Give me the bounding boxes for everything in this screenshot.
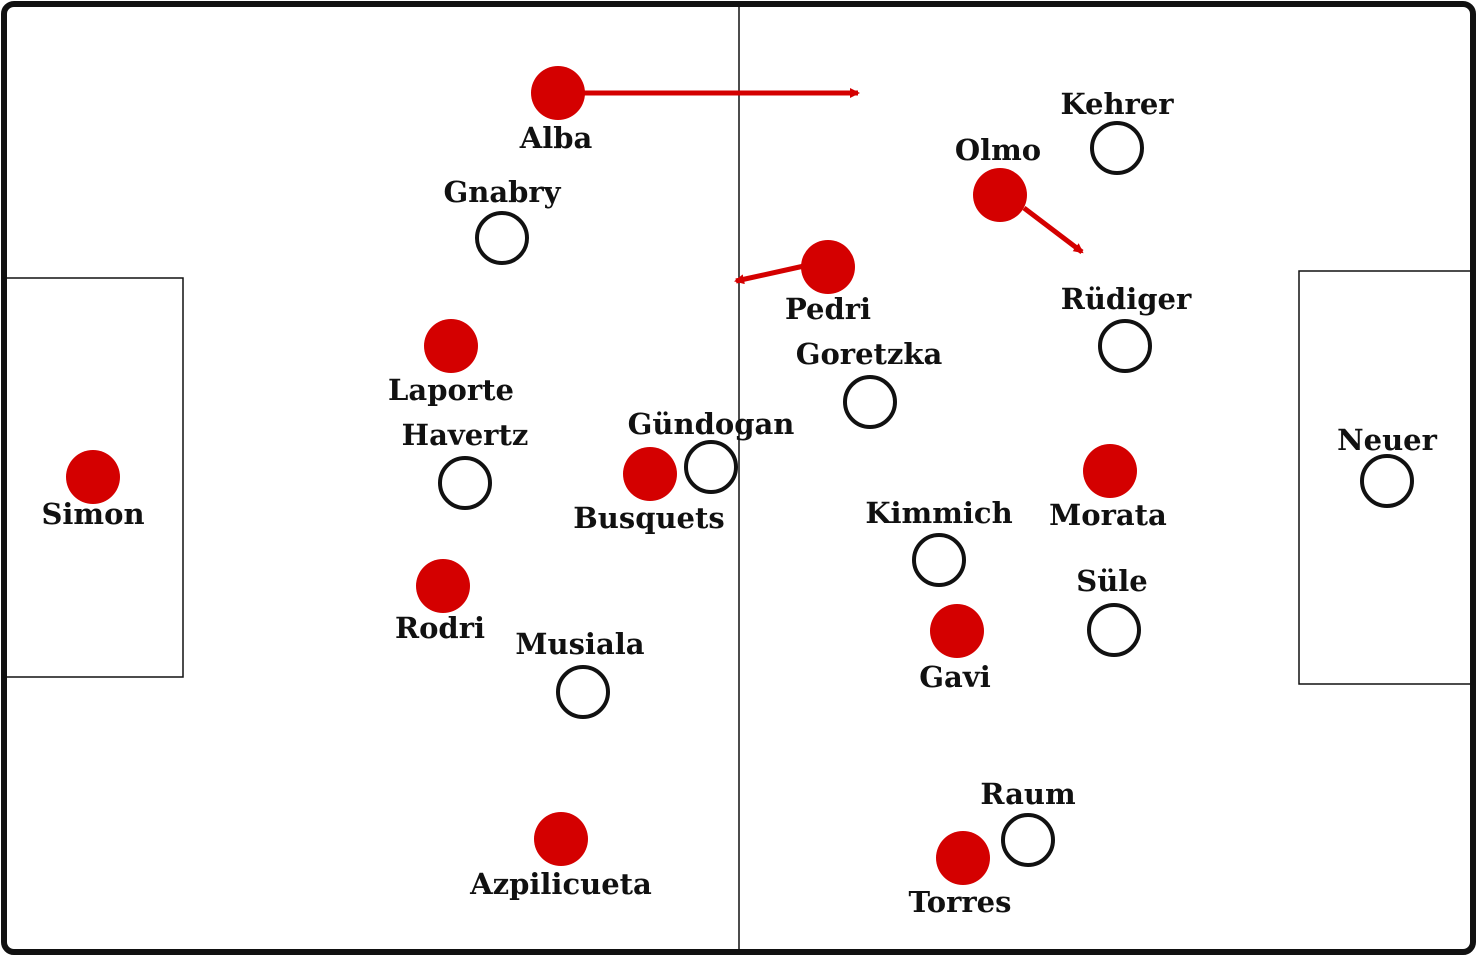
player-marker (438, 456, 492, 510)
player-marker (843, 375, 897, 429)
player-label: Havertz (402, 418, 529, 452)
arrow-olmo (1022, 206, 1084, 254)
player-label: Morata (1049, 498, 1167, 532)
player-label: Kehrer (1060, 87, 1174, 121)
player-marker (930, 604, 984, 658)
player-azpilicueta[interactable]: Azpilicueta (469, 812, 652, 901)
player-morata[interactable]: Morata (1049, 444, 1167, 532)
player-marker (1090, 121, 1144, 175)
player-havertz[interactable]: Havertz (402, 418, 529, 510)
player-label: Rodri (395, 611, 485, 645)
player-label: Kimmich (865, 496, 1012, 530)
player-marker (66, 450, 120, 504)
player-marker (623, 447, 677, 501)
player-kimmich[interactable]: Kimmich (865, 496, 1013, 587)
left-penalty-box (3, 277, 184, 678)
player-label: Azpilicueta (469, 867, 652, 901)
player-label: Goretzka (796, 337, 943, 371)
team-spain: Simon Alba Laporte Rodri Azpilicueta Bus… (41, 66, 1167, 919)
player-label: Laporte (388, 373, 514, 407)
player-gavi[interactable]: Gavi (919, 604, 991, 694)
player-marker (531, 66, 585, 120)
player-raum[interactable]: Raum (980, 777, 1076, 867)
player-marker (534, 812, 588, 866)
player-olmo[interactable]: Olmo (955, 133, 1041, 222)
arrow-pedri (734, 263, 805, 285)
player-musiala[interactable]: Musiala (515, 627, 645, 719)
player-label: Busquets (573, 501, 724, 535)
player-gnabry[interactable]: Gnabry (443, 175, 562, 265)
player-label: Gündogan (628, 407, 795, 441)
player-label: Neuer (1337, 423, 1437, 457)
player-marker (1360, 454, 1414, 508)
player-label: Alba (519, 121, 593, 155)
player-alba[interactable]: Alba (519, 66, 593, 155)
player-gundogan[interactable]: Gündogan (628, 407, 795, 494)
player-laporte[interactable]: Laporte (388, 319, 514, 407)
player-label: Raum (980, 777, 1076, 811)
player-busquets[interactable]: Busquets (573, 447, 725, 535)
player-marker (973, 168, 1027, 222)
player-pedri[interactable]: Pedri (785, 240, 871, 326)
player-label: Musiala (515, 627, 644, 661)
right-penalty-box (1298, 270, 1474, 685)
player-marker (912, 533, 966, 587)
player-marker (1087, 603, 1141, 657)
player-goretzka[interactable]: Goretzka (796, 337, 943, 429)
player-marker (936, 831, 990, 885)
player-label: Gavi (919, 660, 990, 694)
player-label: Torres (909, 885, 1012, 919)
player-rudiger[interactable]: Rüdiger (1061, 282, 1192, 373)
player-simon[interactable]: Simon (41, 450, 145, 531)
player-label: Olmo (955, 133, 1041, 167)
player-marker (556, 665, 610, 719)
player-label: Gnabry (443, 175, 561, 209)
player-label: Simon (41, 497, 144, 531)
player-label: Pedri (785, 292, 871, 326)
player-marker (475, 211, 529, 265)
player-marker (1001, 813, 1055, 867)
player-marker (684, 440, 738, 494)
player-label: Süle (1076, 564, 1148, 598)
player-marker (1083, 444, 1137, 498)
player-marker (1098, 319, 1152, 373)
player-torres[interactable]: Torres (909, 831, 1012, 919)
team-germany: Gnabry Havertz Musiala Gündogan Goretzka… (402, 87, 1438, 867)
player-kehrer[interactable]: Kehrer (1060, 87, 1174, 175)
player-marker (416, 559, 470, 613)
player-marker (801, 240, 855, 294)
player-sule[interactable]: Süle (1076, 564, 1148, 657)
player-marker (424, 319, 478, 373)
player-neuer[interactable]: Neuer (1337, 423, 1438, 508)
player-label: Rüdiger (1061, 282, 1192, 316)
movement-arrows (582, 88, 1084, 285)
player-rodri[interactable]: Rodri (395, 559, 485, 645)
